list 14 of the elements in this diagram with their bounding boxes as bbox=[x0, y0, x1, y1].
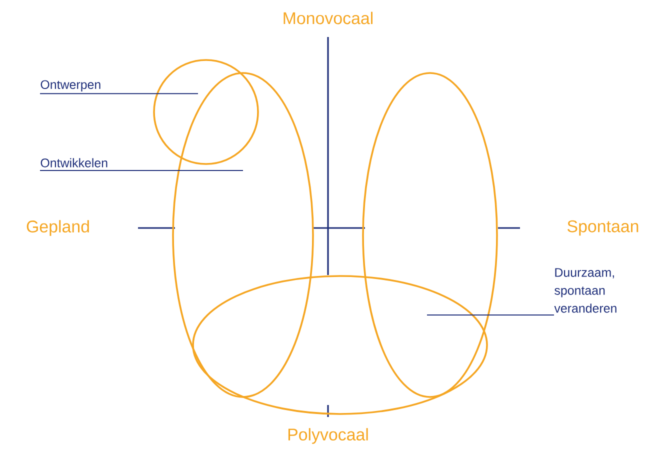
axis-label: Monovocaal bbox=[284, 12, 372, 24]
leader-line bbox=[40, 93, 198, 94]
axis-label: Gepland bbox=[26, 220, 89, 236]
leader-line bbox=[40, 170, 244, 172]
leader-line bbox=[426, 314, 554, 316]
node-text: Ontwikkelen bbox=[40, 158, 108, 168]
ellipse-outline bbox=[172, 72, 314, 398]
ellipse-outline bbox=[362, 72, 498, 398]
circle-outline bbox=[153, 59, 259, 165]
axis-label: Spontaan bbox=[568, 220, 638, 236]
ellipse-outline bbox=[192, 275, 488, 415]
node-text: Ontwerpen bbox=[40, 80, 100, 92]
axis-label: Polyvocaal bbox=[288, 428, 368, 444]
node-text: Duurzaam, spontaan veranderen bbox=[554, 268, 616, 313]
